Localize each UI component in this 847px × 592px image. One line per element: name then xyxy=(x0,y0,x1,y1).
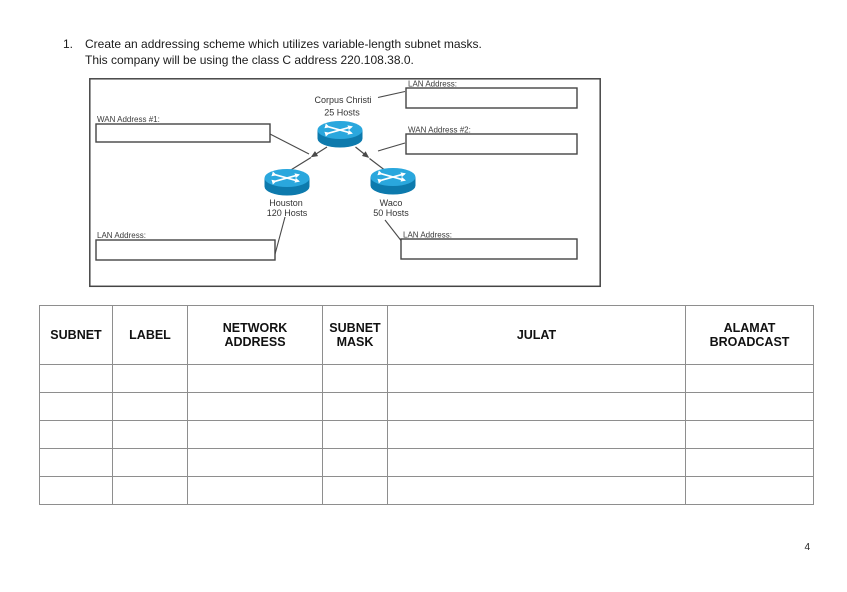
table-cell xyxy=(322,448,388,477)
table-header-label: LABEL xyxy=(112,305,188,365)
table-cell xyxy=(39,420,113,449)
link-corpus-houston xyxy=(289,146,328,172)
router-hosts-waco: 50 Hosts xyxy=(373,208,409,218)
diagram-border xyxy=(89,78,601,288)
table-header-subnet-mask: SUBNET MASK xyxy=(322,305,388,365)
wan-address-1-field xyxy=(95,123,271,143)
table-header-alamat-broadcast: ALAMAT BROADCAST xyxy=(685,305,814,365)
table-header-network-address: NETWORK ADDRESS xyxy=(187,305,323,365)
router-hosts-houston: 120 Hosts xyxy=(267,208,308,218)
lan-address-field-houston xyxy=(95,239,276,261)
table-cell xyxy=(387,476,686,505)
link-corpus-waco xyxy=(355,146,385,170)
instruction: 1. Create an addressing scheme which uti… xyxy=(63,37,482,68)
pointer-waco-to-lan xyxy=(384,219,402,241)
table-cell xyxy=(187,476,323,505)
page-number: 4 xyxy=(804,542,810,553)
instruction-line-1: Create an addressing scheme which utiliz… xyxy=(85,37,482,51)
table-header-julat: JULAT xyxy=(387,305,686,365)
pointer-wan1-to-link xyxy=(269,133,310,155)
table-cell xyxy=(322,392,388,421)
router-icon xyxy=(264,169,310,196)
lan-address-field-waco xyxy=(400,238,578,260)
table-cell xyxy=(39,448,113,477)
pointer-wan2-to-link xyxy=(377,142,406,152)
router-waco xyxy=(370,168,416,195)
instruction-text: Create an addressing scheme which utiliz… xyxy=(85,37,482,68)
table-cell xyxy=(387,392,686,421)
table-cell xyxy=(322,364,388,393)
lan-address-label-top: LAN Address: xyxy=(408,80,457,89)
table-row xyxy=(39,476,814,505)
pointer-lines xyxy=(269,90,406,259)
addressing-table: SUBNET LABEL NETWORK ADDRESS SUBNET MASK… xyxy=(39,305,814,505)
table-row xyxy=(39,448,814,477)
lan-address-label-houston: LAN Address: xyxy=(97,231,146,240)
router-icon xyxy=(370,168,416,195)
table-cell xyxy=(685,420,814,449)
table-row xyxy=(39,392,814,421)
wan-address-2-field xyxy=(405,133,578,155)
table-cell xyxy=(387,364,686,393)
table-cell xyxy=(112,476,188,505)
table-cell xyxy=(685,448,814,477)
table-cell xyxy=(322,476,388,505)
table-row xyxy=(39,420,814,449)
table-cell xyxy=(39,392,113,421)
router-name-waco: Waco xyxy=(380,198,403,208)
router-corpus-christi xyxy=(317,121,363,148)
lan-address-label-waco: LAN Address: xyxy=(403,231,452,240)
router-name-corpus-christi: Corpus Christi xyxy=(314,95,371,105)
list-number: 1. xyxy=(63,37,74,51)
table-cell xyxy=(685,364,814,393)
table-cell xyxy=(685,476,814,505)
router-hosts-corpus-christi: 25 Hosts xyxy=(324,108,360,118)
router-icon xyxy=(317,121,363,148)
table-cell xyxy=(187,448,323,477)
table-cell xyxy=(685,392,814,421)
pointer-houston-to-lan xyxy=(273,216,286,259)
table-cell xyxy=(387,448,686,477)
table-cell xyxy=(39,476,113,505)
wan-address-1-label: WAN Address #1: xyxy=(97,115,160,124)
table-header-subnet: SUBNET xyxy=(39,305,113,365)
wan-address-2-label: WAN Address #2: xyxy=(408,126,471,135)
table-cell xyxy=(387,420,686,449)
table-cell xyxy=(322,420,388,449)
table-cell xyxy=(112,448,188,477)
table-cell xyxy=(39,364,113,393)
router-houston xyxy=(264,169,310,196)
table-header-row: SUBNET LABEL NETWORK ADDRESS SUBNET MASK… xyxy=(39,305,814,365)
pointer-corpus-to-lan xyxy=(377,90,406,99)
instruction-line-2: This company will be using the class C a… xyxy=(85,52,414,67)
table-cell xyxy=(187,420,323,449)
table-cell xyxy=(112,392,188,421)
table-cell xyxy=(112,364,188,393)
table-cell xyxy=(187,364,323,393)
router-name-houston: Houston xyxy=(269,198,303,208)
network-diagram: LAN Address: WAN Address #1: WAN Address… xyxy=(89,78,601,288)
table-cell xyxy=(187,392,323,421)
table-row xyxy=(39,364,814,393)
table-cell xyxy=(112,420,188,449)
lan-address-field-top xyxy=(405,87,578,109)
